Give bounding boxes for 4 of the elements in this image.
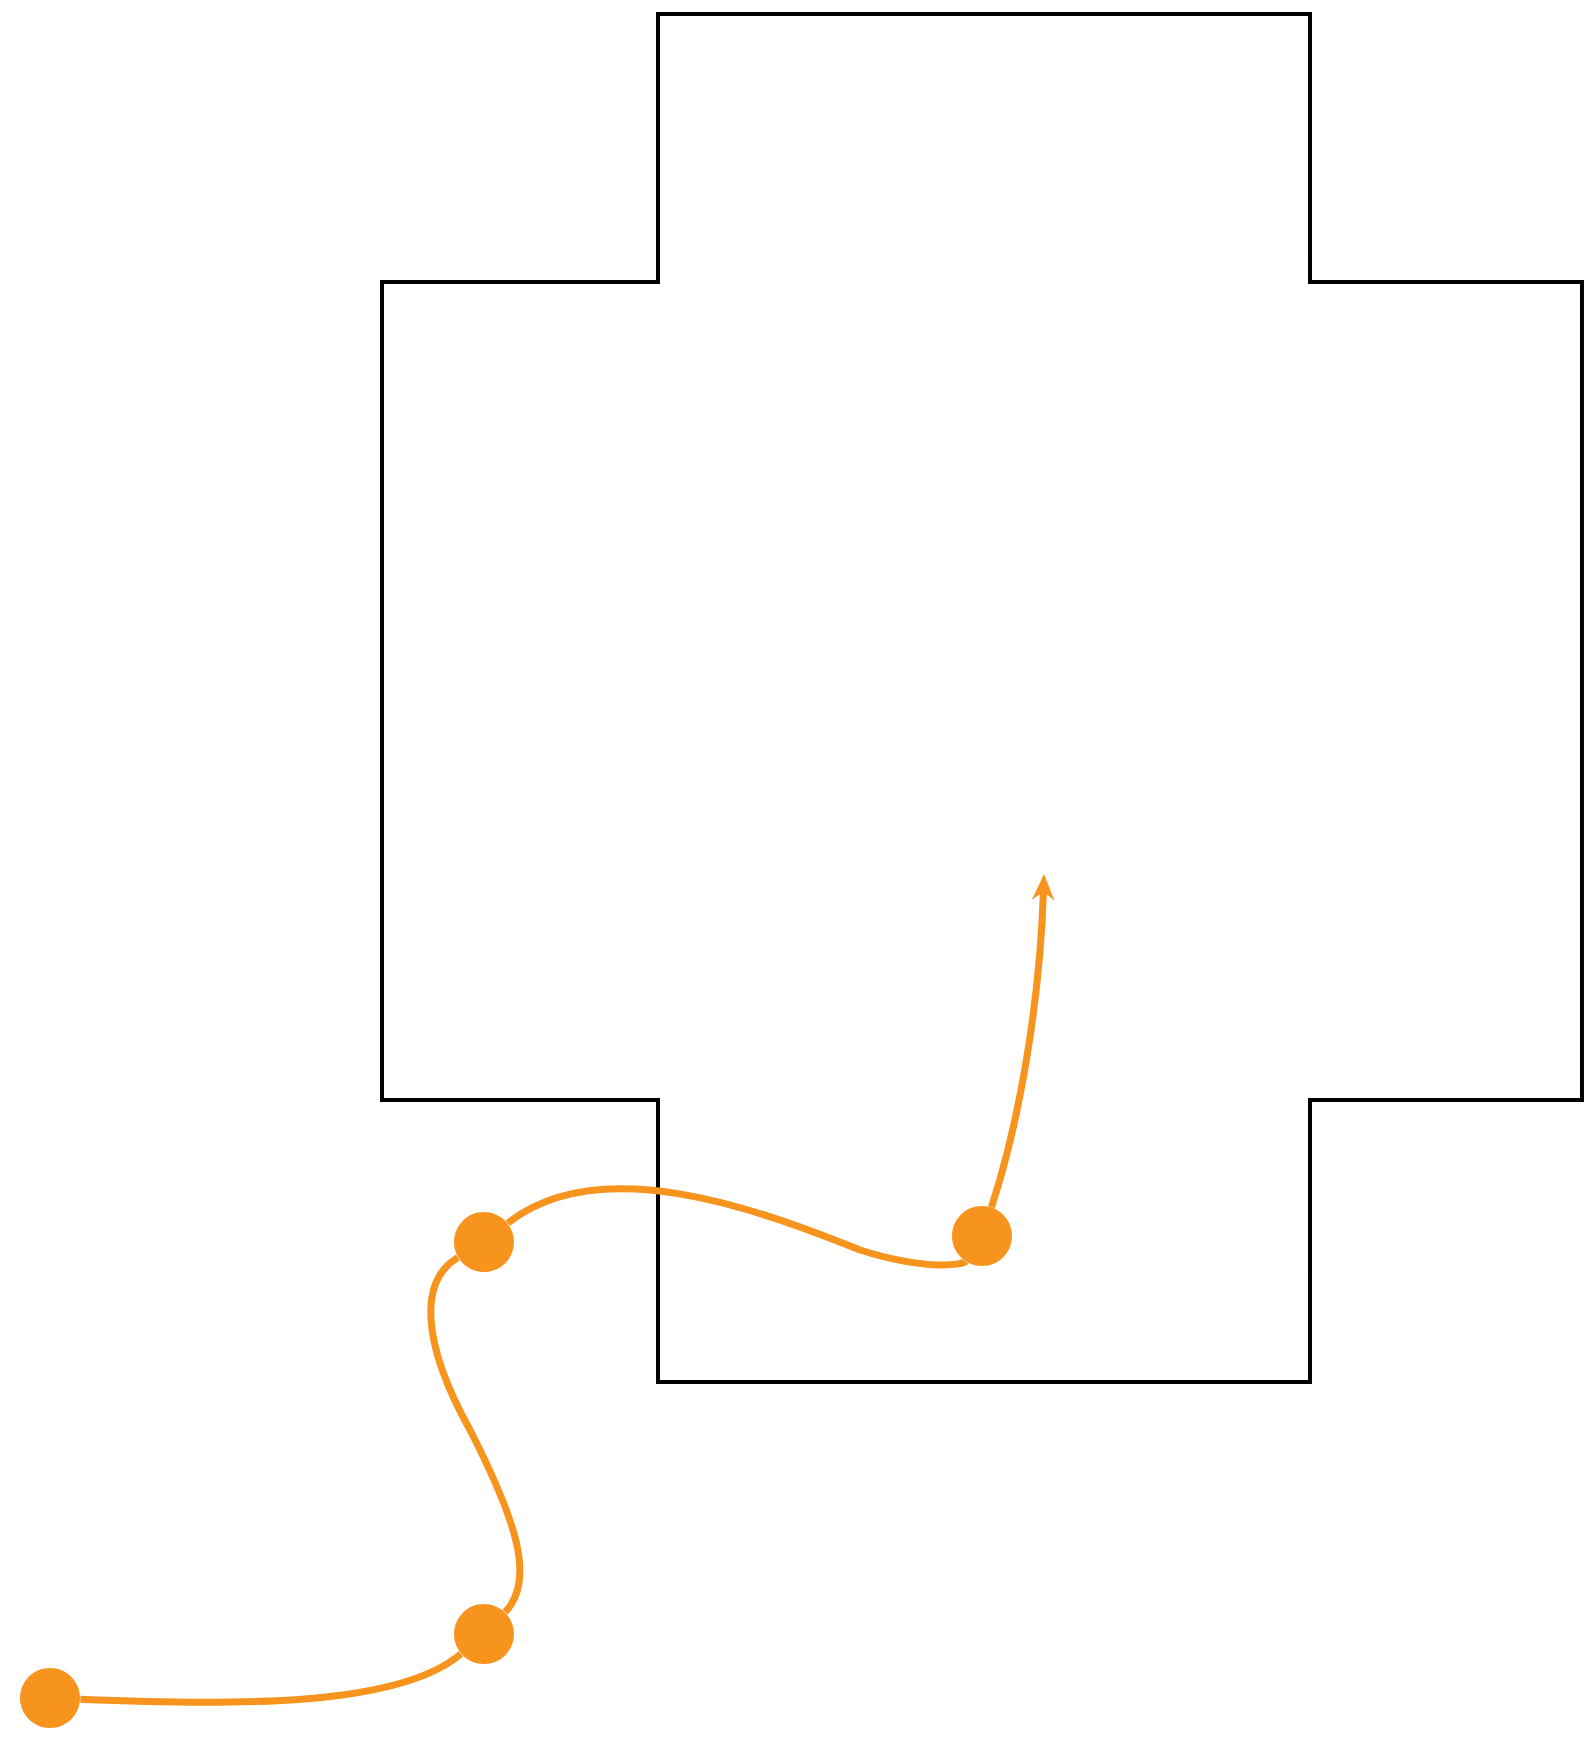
dot <box>454 1604 514 1664</box>
dot <box>454 1212 514 1272</box>
dot <box>20 1668 80 1728</box>
dot <box>952 1206 1012 1266</box>
